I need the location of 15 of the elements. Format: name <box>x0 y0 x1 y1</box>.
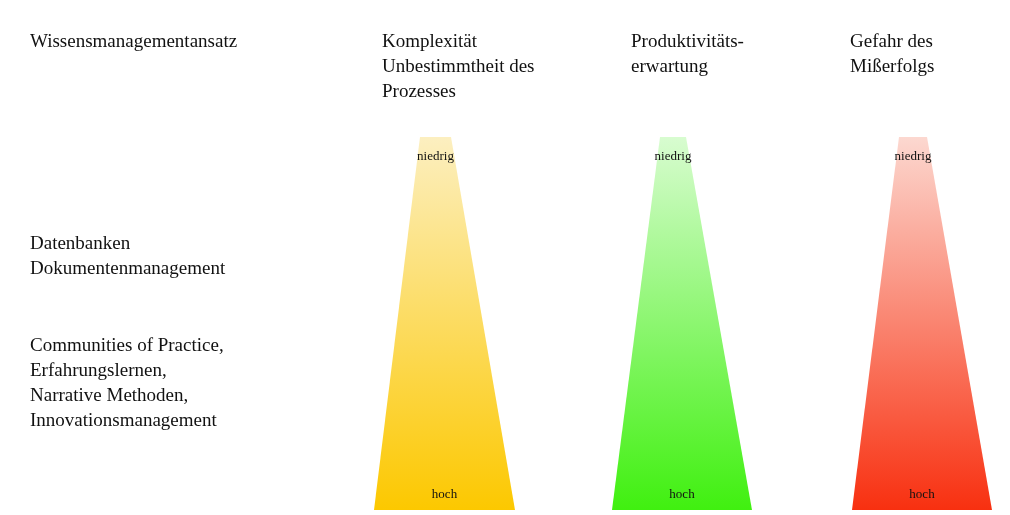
column-header: Komplexität Unbestimmtheit des Prozesses <box>382 29 536 103</box>
scale-start-label: niedrig <box>893 148 933 164</box>
scale-start-label: niedrig <box>416 148 455 164</box>
scale-end-label: hoch <box>908 486 936 502</box>
row-label: Communities of Practice, Erfahrungslernen, Narrative Methoden, Innovationsmanagement <box>30 333 225 432</box>
column-header: Produktivitäts- erwartung <box>631 29 745 78</box>
scale-start-label: niedrig <box>653 148 693 164</box>
column-header: Gefahr des Mißerfolgs <box>850 29 936 78</box>
gradient-trapezoid <box>612 137 752 510</box>
column-header: Wissensmanagementansatz <box>30 29 239 53</box>
gradient-trapezoid <box>852 137 992 510</box>
scale-end-label: hoch <box>668 486 696 502</box>
row-label: Datenbanken Dokumentenmanagement <box>30 231 227 280</box>
scale-end-label: hoch <box>430 486 459 502</box>
gradient-trapezoid <box>374 137 515 510</box>
